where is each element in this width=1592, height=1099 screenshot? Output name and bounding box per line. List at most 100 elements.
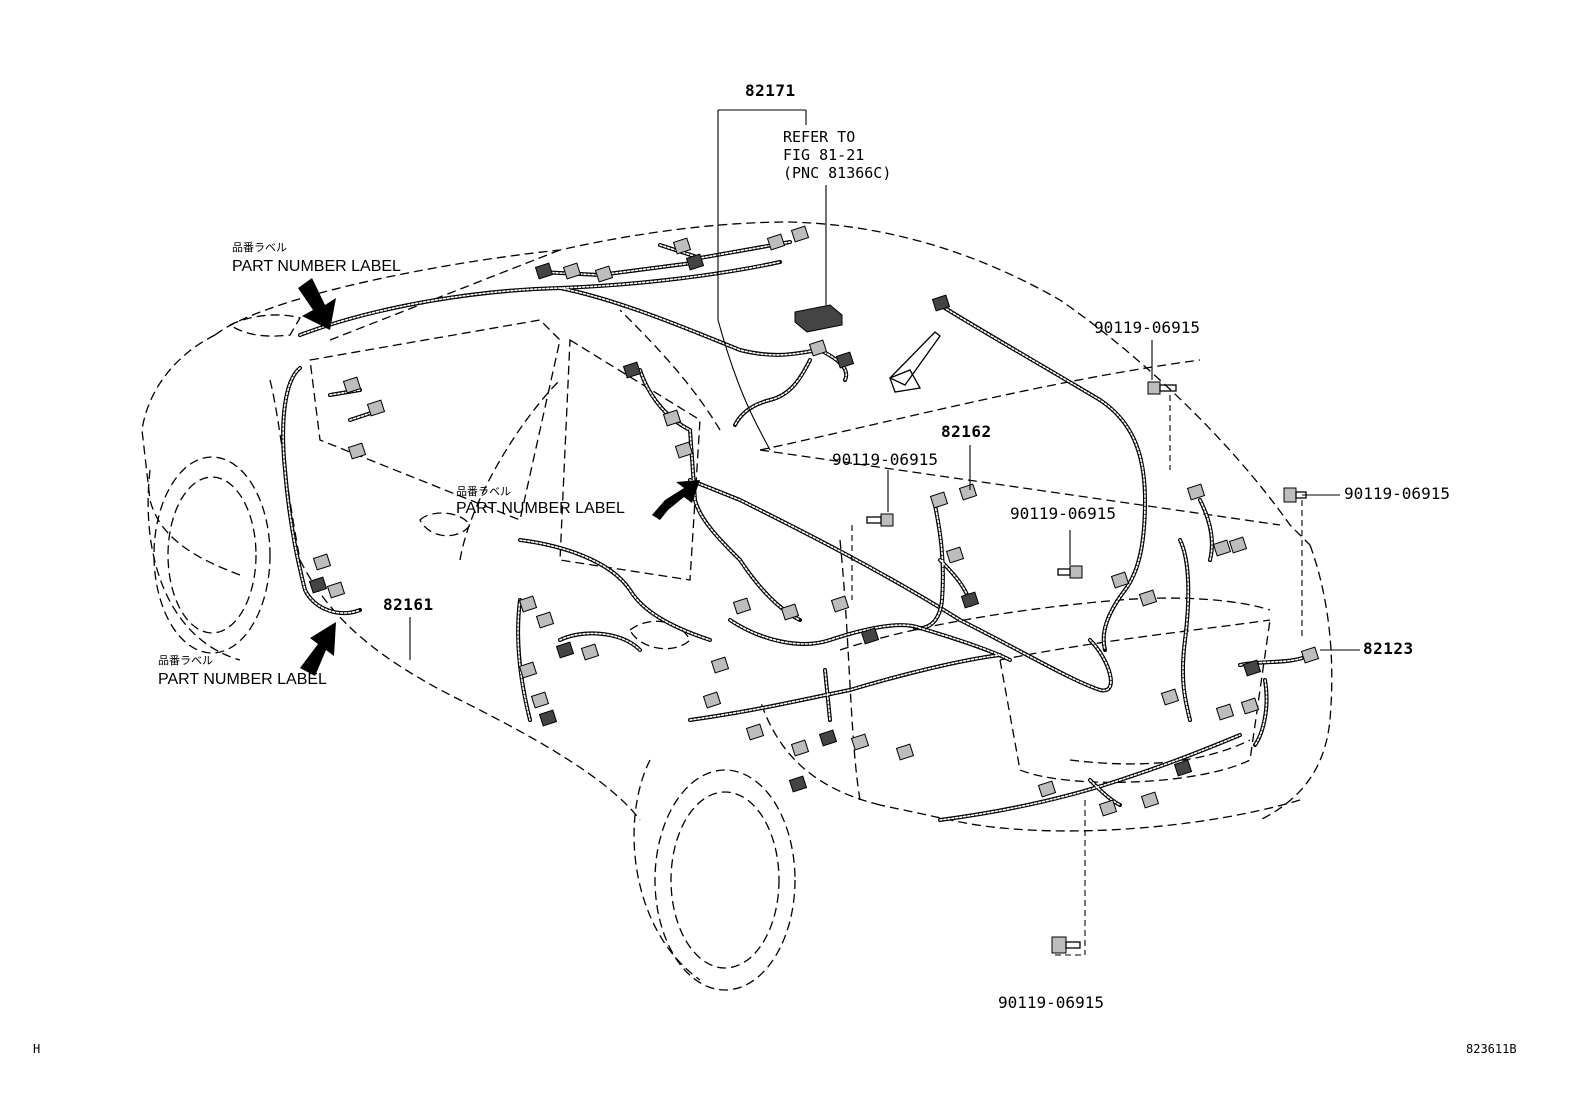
connector (790, 225, 810, 243)
arrow-icon (300, 622, 336, 676)
leader-lines (409, 109, 1360, 956)
connector (931, 294, 951, 312)
connector (674, 441, 694, 459)
illustration-number: 823611B (1466, 1042, 1517, 1056)
connector (308, 576, 328, 594)
connector (745, 723, 765, 741)
center-harness-core (639, 369, 1112, 692)
connector (790, 739, 810, 757)
connector (347, 442, 367, 460)
connector (702, 691, 722, 709)
connector (518, 595, 538, 613)
arrow-icon (652, 480, 700, 520)
callout-bolt-mid: 90119-06915 (1010, 504, 1116, 523)
floor-harness-82161 (281, 366, 382, 616)
connector (958, 483, 978, 501)
connector (594, 265, 614, 283)
connector (672, 237, 692, 255)
harness-connectors (308, 225, 1320, 817)
connector (960, 591, 980, 609)
floor-harness-82162-core (914, 504, 971, 629)
connector (518, 661, 538, 679)
bolt-icon (1147, 381, 1177, 395)
callout-bolt-mid-left: 90119-06915 (832, 450, 938, 469)
back-panel-harness-core (939, 734, 1241, 821)
connector (1212, 539, 1232, 557)
connector (535, 611, 555, 629)
connector (530, 691, 550, 709)
center-harness (638, 368, 1113, 693)
connector (1160, 688, 1180, 706)
label-en-top: PART NUMBER LABEL (232, 258, 401, 275)
connector (685, 253, 705, 271)
connector (534, 262, 554, 280)
connector (1186, 483, 1206, 501)
refer-note: REFER TO FIG 81-21 (PNC 81366C) (783, 128, 892, 182)
label-jp-top: 品番ラベル (232, 241, 287, 254)
connector (850, 733, 870, 751)
callout-82161: 82161 (383, 595, 434, 614)
connector (538, 709, 558, 727)
roof-harness-core (299, 241, 847, 426)
connector (808, 339, 828, 357)
connector (860, 627, 880, 645)
connector (312, 553, 332, 571)
connector (1098, 799, 1118, 817)
left-side-harness (516, 538, 712, 722)
callout-bolt-bottom: 90119-06915 (998, 993, 1104, 1012)
connector (710, 656, 730, 674)
callout-bolt-rear-right: 90119-06915 (1344, 484, 1450, 503)
callout-82123: 82123 (1363, 639, 1414, 658)
part-number-label-arrows (298, 278, 700, 676)
connector (1138, 589, 1158, 607)
callout-bolt-top-right: 90119-06915 (1094, 318, 1200, 337)
label-en-bottom: PART NUMBER LABEL (158, 671, 327, 688)
connector (326, 581, 346, 599)
connector (366, 399, 386, 417)
corner-code-left: H (33, 1042, 41, 1056)
connector (830, 595, 850, 613)
roof-module (794, 304, 941, 393)
connector (895, 743, 915, 761)
floor-harness-82161-core (282, 367, 381, 614)
connector (1173, 759, 1193, 777)
connector (1300, 646, 1320, 664)
connector (1240, 697, 1260, 715)
connector (622, 361, 642, 379)
connector (1140, 791, 1160, 809)
connector (1110, 571, 1130, 589)
connector (780, 603, 800, 621)
connector (662, 409, 682, 427)
bolt-fasteners (866, 381, 1307, 954)
label-jp-bottom: 品番ラベル (158, 654, 213, 667)
quarter-harness-core (939, 304, 1213, 721)
connector (929, 491, 949, 509)
connector (818, 729, 838, 747)
bolt-icon (1283, 487, 1307, 503)
arrow-icon (298, 278, 336, 330)
connector (766, 233, 786, 251)
connector (945, 546, 965, 564)
connector (342, 376, 362, 394)
lower-rear-harness (688, 618, 1012, 722)
callout-82171: 82171 (745, 81, 796, 100)
back-panel-harness (938, 733, 1242, 822)
bolt-icon (866, 513, 894, 527)
connector (1215, 703, 1235, 721)
connector (562, 262, 582, 280)
connector (788, 775, 808, 793)
label-en-mid: PART NUMBER LABEL (456, 500, 625, 517)
bolt-icon (1057, 565, 1083, 579)
connector (1037, 780, 1057, 798)
connector (1228, 536, 1248, 554)
connector (732, 597, 752, 615)
bolt-icon (1051, 936, 1081, 954)
connector (1242, 659, 1262, 677)
label-jp-mid: 品番ラベル (456, 485, 511, 498)
connector (555, 641, 575, 659)
connector (835, 351, 855, 369)
callout-82162: 82162 (941, 422, 992, 441)
left-side-harness-core (517, 539, 711, 721)
